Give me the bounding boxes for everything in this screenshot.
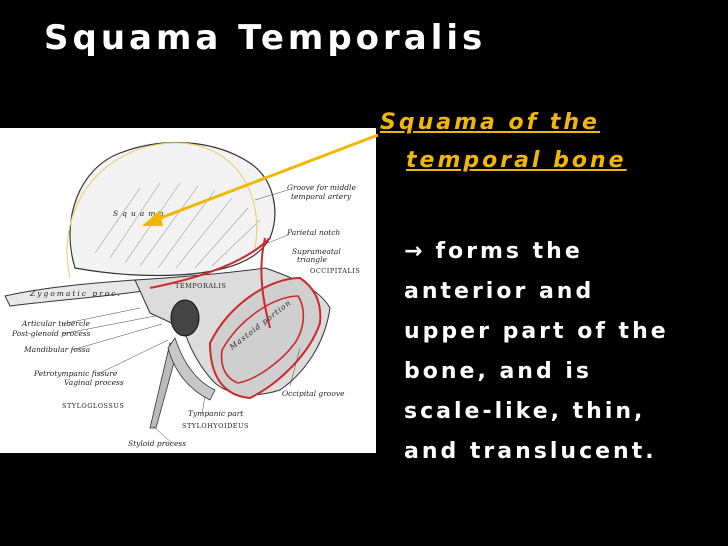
slide-body: Squama of the temporal bone → forms the a… <box>378 104 718 472</box>
parietal-edge-outline <box>260 237 271 329</box>
label-groove: Groove for middle <box>287 183 356 192</box>
label-suprameatal-2: triangle <box>297 255 327 264</box>
description-line-1-text: forms the <box>435 239 583 264</box>
label-groove-2: temporal artery <box>291 192 352 201</box>
label-styloid: Styloid process <box>128 439 186 448</box>
description-line-3: upper part of the <box>404 319 669 344</box>
tympanic-part <box>167 337 216 401</box>
label-stylohyoideus: STYLOHYOIDEUS <box>182 422 249 430</box>
description-line-5: scale-like, thin, <box>404 399 646 424</box>
pointer-arrow-shaft <box>149 133 379 224</box>
description-line-4: bone, and is <box>404 359 593 384</box>
subtitle-line-2: temporal bone <box>406 148 627 173</box>
label-parietal-notch: Parietal notch <box>286 228 340 237</box>
description-line-2: anterior and <box>404 279 595 304</box>
mastoid-portion <box>208 276 322 400</box>
description: → forms the anterior and upper part of th… <box>404 232 718 472</box>
label-zygomatic: Zygomatic proc. <box>29 289 122 298</box>
label-postglenoid: Post-glenoid process <box>11 329 91 338</box>
pointer-arrow-head <box>142 210 163 226</box>
description-line-6: and translucent. <box>404 439 657 464</box>
squama-outline <box>66 142 258 279</box>
label-squama: Squama <box>113 209 168 218</box>
label-mandibular: Mandibular fossa <box>23 345 90 354</box>
temporal-line-outline <box>149 237 271 289</box>
label-suprameatal: Suprameatal <box>292 247 341 256</box>
temporal-bone-diagram: Squama Groove for middle temporal artery… <box>4 141 360 448</box>
arrow-icon: → <box>404 239 426 264</box>
label-styloglossus: STYLOGLOSSUS <box>62 402 124 410</box>
temporal-bone-illustration: Squama Groove for middle temporal artery… <box>0 128 376 453</box>
label-occipitalis: OCCIPITALIS <box>310 267 360 275</box>
description-line-1: → forms the <box>404 232 718 272</box>
squama-shape <box>69 141 276 277</box>
slide-title: Squama Temporalis <box>44 18 487 58</box>
subtitle: Squama of the temporal bone <box>378 104 718 180</box>
leader-lines <box>61 189 301 445</box>
label-articular: Articular tubercle <box>21 319 91 328</box>
acoustic-meatus <box>170 299 200 337</box>
label-temporalis: TEMPORALIS <box>175 282 226 290</box>
label-occipital-groove: Occipital groove <box>282 389 345 398</box>
subtitle-line-1: Squama of the <box>380 110 600 135</box>
label-vaginal: Vaginal process <box>64 378 124 387</box>
label-tympanic: Tympanic part <box>188 409 244 418</box>
label-petrotympanic: Petrotympanic fissure <box>33 369 118 378</box>
